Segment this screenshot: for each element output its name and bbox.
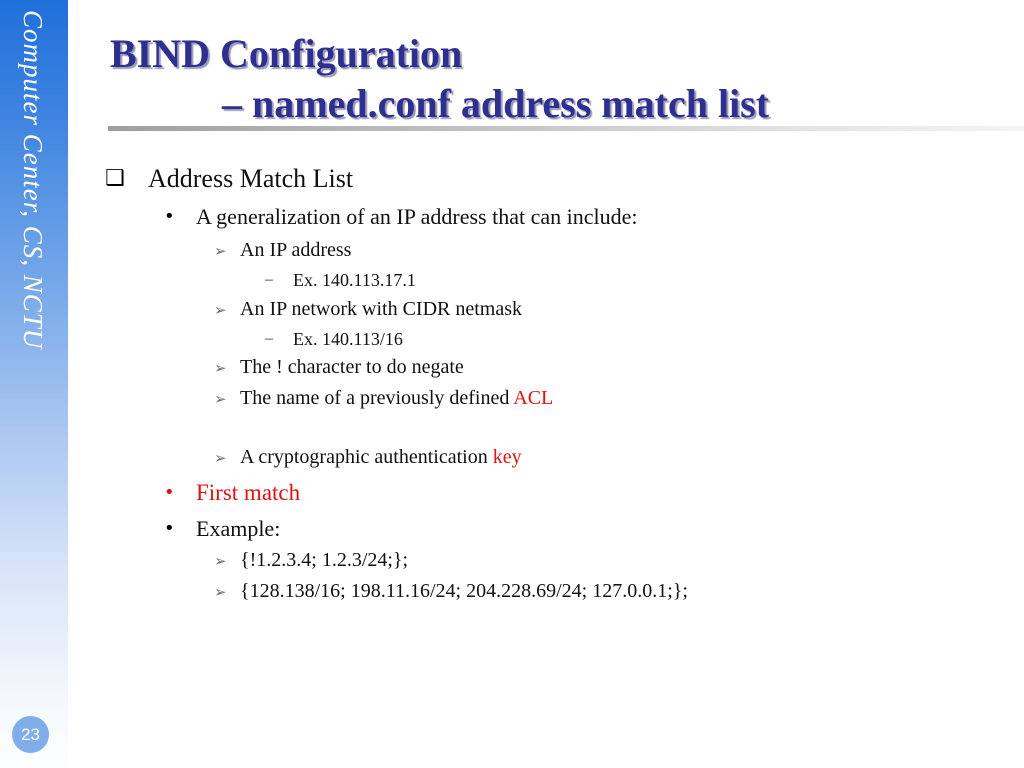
list-item-negate: ➢ The ! character to do negate bbox=[100, 353, 1010, 382]
list-item-generalization: • A generalization of an IP address that… bbox=[100, 202, 1010, 232]
arrow-bullet-icon: ➢ bbox=[214, 390, 227, 408]
list-item-ex-ip: – Ex. 140.113.17.1 bbox=[100, 266, 1010, 294]
page-number-badge: 23 bbox=[12, 716, 49, 753]
list-item-ex-network: – Ex. 140.113/16 bbox=[100, 325, 1010, 353]
list-item-highlight: ACL bbox=[513, 387, 554, 409]
list-item-text: Example: bbox=[196, 516, 281, 541]
list-item-text: Ex. 140.113.17.1 bbox=[293, 270, 416, 290]
list-item-example-2: ➢ {128.138/16; 198.11.16/24; 204.228.69/… bbox=[100, 577, 1010, 606]
list-item-text: An IP network with CIDR netmask bbox=[240, 298, 523, 320]
arrow-bullet-icon: ➢ bbox=[214, 552, 227, 570]
list-item-example-1: ➢ {!1.2.3.4; 1.2.3/24;}; bbox=[100, 546, 1010, 575]
arrow-bullet-icon: ➢ bbox=[214, 359, 227, 377]
arrow-bullet-icon: ➢ bbox=[214, 242, 227, 260]
slide-title: BIND Configuration – named.conf address … bbox=[110, 30, 1010, 128]
page-number: 23 bbox=[21, 724, 40, 744]
list-item-text: A cryptographic authentication bbox=[240, 446, 493, 468]
dot-bullet-icon: • bbox=[164, 206, 175, 227]
list-item-highlight: key bbox=[492, 446, 522, 468]
sidebar-org-label: Computer Center, CS, NCTU bbox=[18, 10, 48, 350]
list-item-text: Ex. 140.113/16 bbox=[293, 329, 403, 349]
list-item-address-match-list: ❑ Address Match List bbox=[100, 162, 1010, 196]
dot-bullet-icon: • bbox=[164, 482, 175, 503]
sidebar-gradient-bar: Computer Center, CS, NCTU bbox=[0, 0, 68, 768]
dot-bullet-icon: • bbox=[164, 518, 175, 539]
list-item-acl: ➢ The name of a previously defined ACL bbox=[100, 384, 1010, 413]
slide-title-line2: – named.conf address match list bbox=[222, 81, 770, 126]
list-item-text: The name of a previously defined bbox=[240, 387, 514, 409]
list-item-text: The ! character to do negate bbox=[240, 356, 464, 378]
list-item-first-match: • First match bbox=[100, 477, 1010, 509]
list-item-text: An IP address bbox=[240, 239, 352, 261]
list-item-text: {128.138/16; 198.11.16/24; 204.228.69/24… bbox=[240, 580, 688, 602]
dash-bullet-icon: – bbox=[265, 271, 273, 288]
list-item-text: First match bbox=[196, 480, 301, 505]
arrow-bullet-icon: ➢ bbox=[214, 583, 227, 601]
arrow-bullet-icon: ➢ bbox=[214, 449, 227, 467]
slide-title-line1: BIND Configuration bbox=[110, 31, 463, 76]
list-item-text: Address Match List bbox=[148, 164, 354, 193]
dash-bullet-icon: – bbox=[265, 330, 273, 347]
list-item-example: • Example: bbox=[100, 514, 1010, 544]
list-item-ip-network: ➢ An IP network with CIDR netmask bbox=[100, 295, 1010, 324]
list-item-text: {!1.2.3.4; 1.2.3/24;}; bbox=[240, 549, 409, 571]
list-item-ip-address: ➢ An IP address bbox=[100, 236, 1010, 265]
square-bullet-icon: ❑ bbox=[105, 166, 125, 191]
list-item-key: ➢ A cryptographic authentication key bbox=[100, 443, 1010, 472]
title-divider-rule bbox=[108, 126, 1024, 131]
slide-body: ❑ Address Match List • A generalization … bbox=[100, 162, 1010, 606]
list-item-text: A generalization of an IP address that c… bbox=[196, 204, 638, 229]
arrow-bullet-icon: ➢ bbox=[214, 301, 227, 319]
